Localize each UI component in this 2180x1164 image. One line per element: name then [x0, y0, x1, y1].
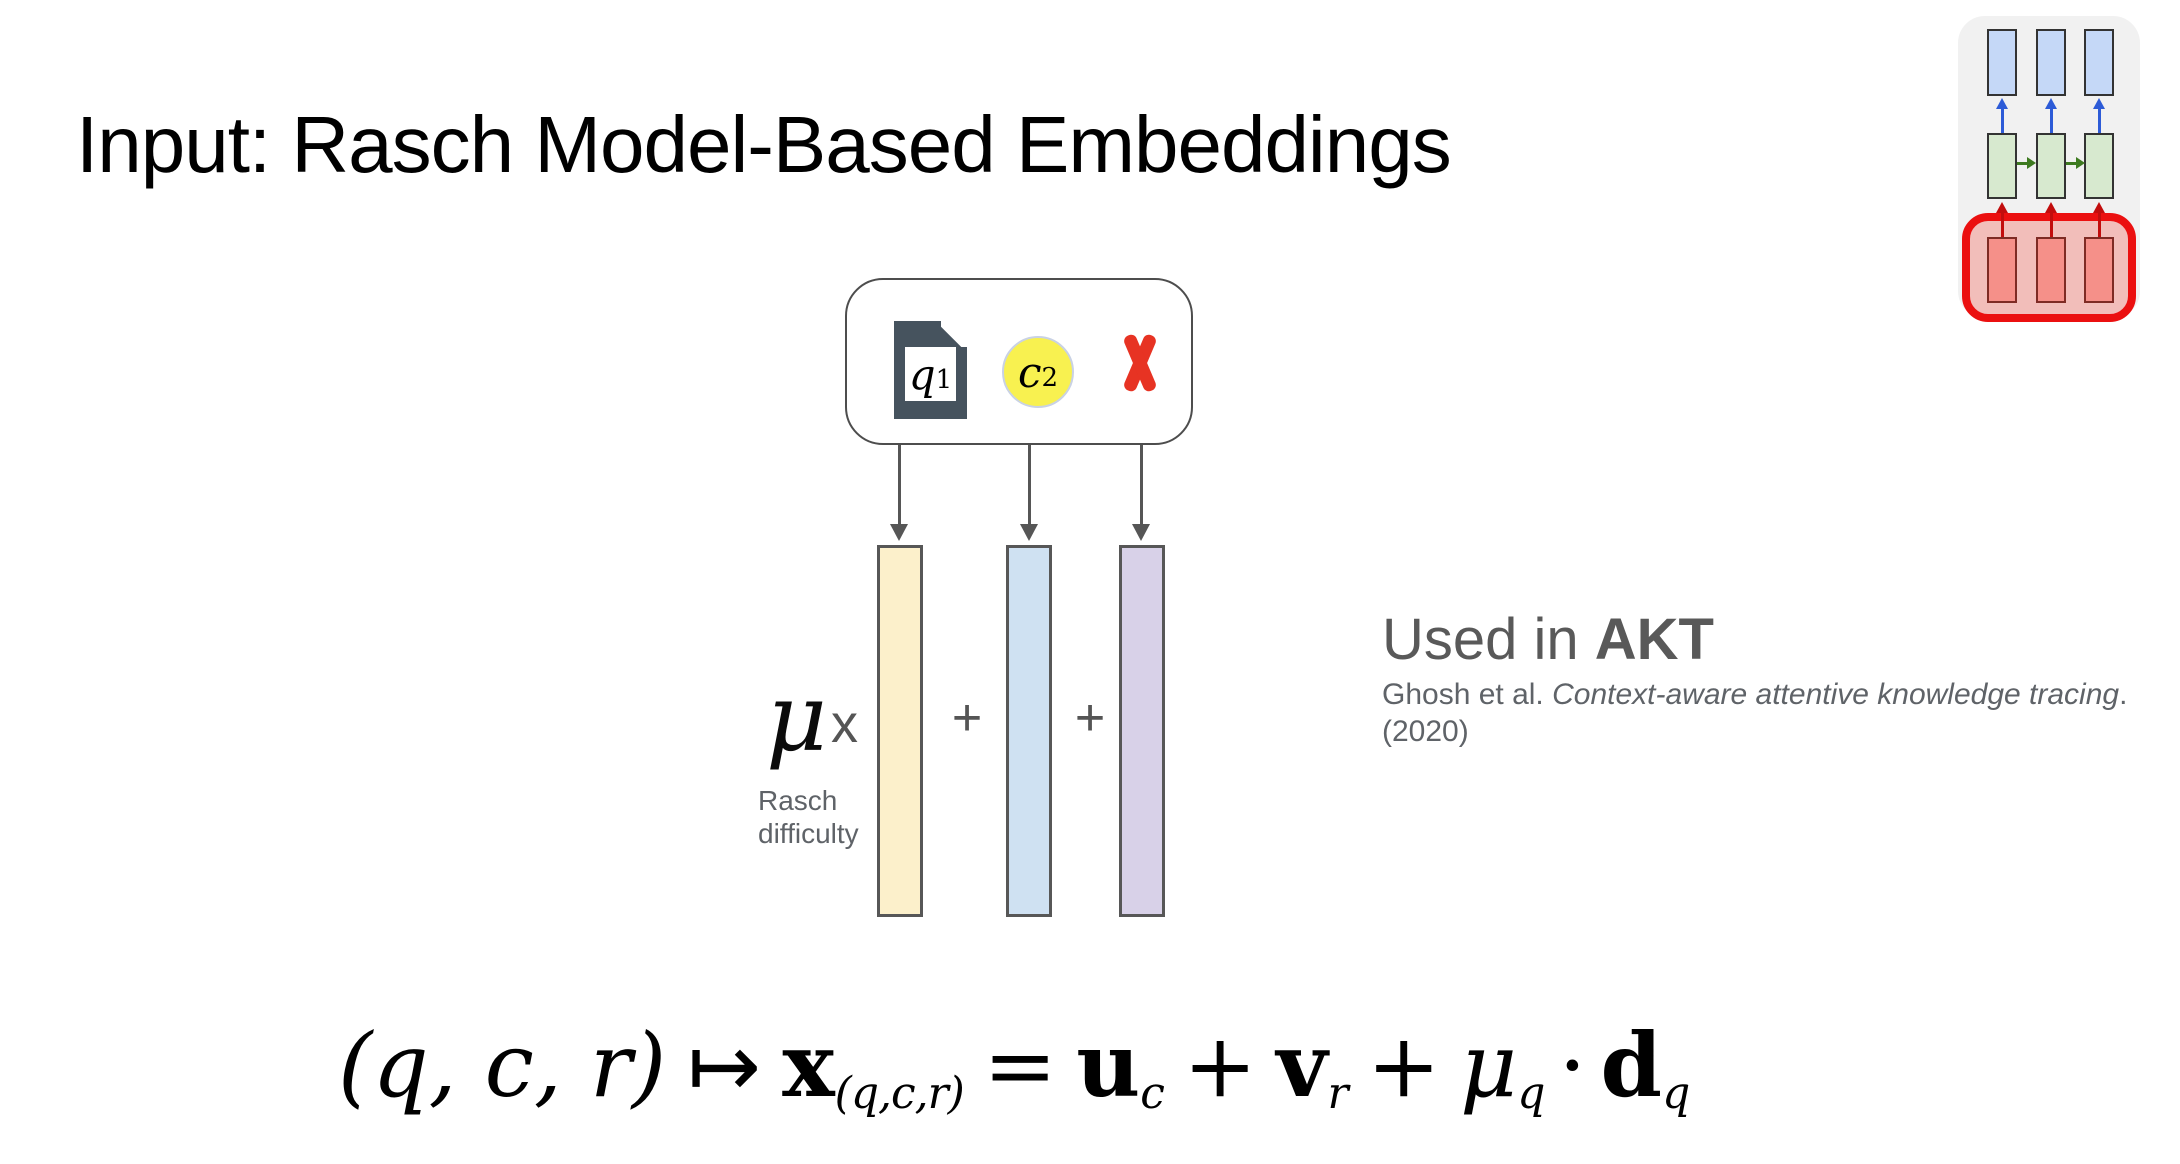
hidden-box-1	[1987, 133, 2017, 199]
red-up-arrow-icon	[2093, 202, 2105, 237]
used-in-heading: Used in AKT	[1382, 607, 1714, 672]
output-box-2	[2036, 29, 2066, 96]
plus-sign: +	[951, 689, 983, 747]
plus-sign: +	[1074, 689, 1106, 747]
incorrect-x-icon	[1115, 332, 1165, 394]
input-box-2	[2036, 237, 2066, 303]
equals-sign: =	[983, 1014, 1057, 1117]
response-embedding-bar	[1119, 545, 1165, 917]
blue-up-arrow-icon	[2093, 98, 2105, 133]
x-vector: x	[782, 1013, 835, 1117]
model-name: AKT	[1594, 607, 1714, 672]
concept-embedding-bar	[1006, 545, 1052, 917]
d-vector: d	[1600, 1013, 1663, 1117]
citation-text: Ghosh et al. Context-aware attentive kno…	[1382, 678, 2128, 748]
down-arrow-icon	[1020, 444, 1038, 541]
red-up-arrow-icon	[2045, 202, 2057, 237]
blue-up-arrow-icon	[2045, 98, 2057, 133]
mapsto-symbol: ↦	[687, 1014, 762, 1117]
input-box-1	[1987, 237, 2017, 303]
difficulty-embedding-bar	[877, 545, 923, 917]
mu-symbol: μ	[766, 664, 828, 773]
plus-sign: +	[1366, 1014, 1441, 1117]
v-vector: v	[1276, 1013, 1328, 1117]
mu-scalar: μ	[1460, 1014, 1518, 1117]
slide-title: Input: Rasch Model-Based Embeddings	[76, 100, 1452, 189]
output-box-3	[2084, 29, 2114, 96]
hidden-box-3	[2084, 133, 2114, 199]
paper-title: Context-aware attentive knowledge tracin…	[1552, 678, 2120, 711]
formula-lhs: (q, c, r)	[338, 1014, 667, 1117]
blue-up-arrow-icon	[1996, 98, 2008, 133]
architecture-thumbnail	[1958, 16, 2140, 322]
u-vector: u	[1076, 1013, 1141, 1117]
down-arrow-icon	[890, 444, 908, 541]
plus-sign: +	[1183, 1014, 1258, 1117]
down-arrow-icon	[1132, 444, 1150, 541]
red-up-arrow-icon	[1996, 202, 2008, 237]
output-box-1	[1987, 29, 2017, 96]
input-box-3	[2084, 237, 2114, 303]
rasch-difficulty-label: Rasch difficulty	[758, 785, 859, 849]
dot-operator: ·	[1558, 1014, 1587, 1117]
times-symbol: x	[831, 694, 858, 754]
hidden-box-2	[2036, 133, 2066, 199]
